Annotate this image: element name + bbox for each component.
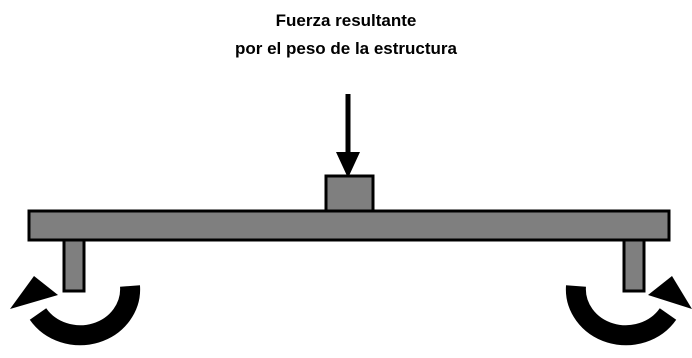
force-label-line2: por el peso de la estructura bbox=[234, 39, 457, 58]
left-support bbox=[62, 236, 86, 293]
down-arrow-icon bbox=[336, 94, 360, 178]
curved-arrow-counterclockwise-icon bbox=[10, 276, 141, 346]
load-block bbox=[324, 174, 375, 213]
beam bbox=[27, 209, 671, 242]
right-support bbox=[622, 236, 646, 293]
curved-arrow-clockwise-icon bbox=[565, 276, 692, 346]
force-label-line1: Fuerza resultante bbox=[275, 11, 417, 30]
